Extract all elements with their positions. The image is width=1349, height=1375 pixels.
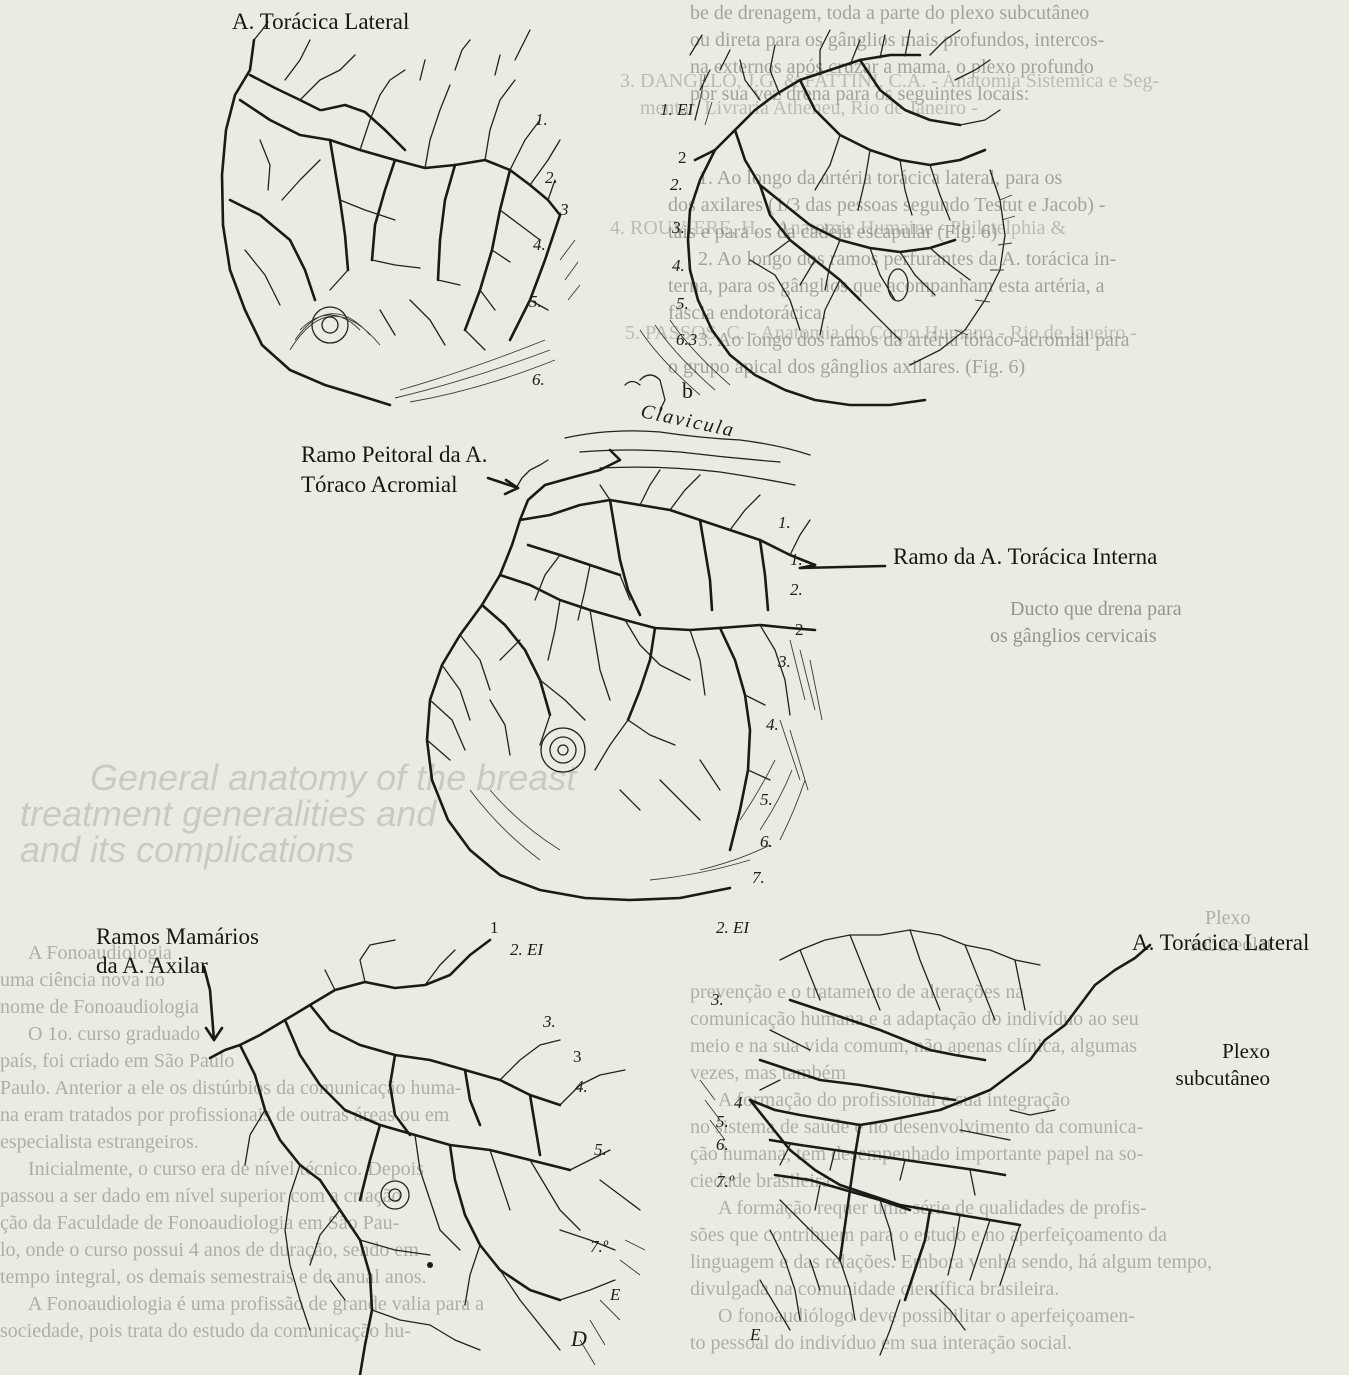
num: 6. <box>760 832 773 852</box>
label-mammary-branches: Ramos Mamários da A. Axilar <box>96 922 259 980</box>
label-figure-b: b <box>682 378 693 404</box>
num: E <box>610 1285 620 1305</box>
num: 1. <box>778 513 791 533</box>
num: 3. <box>711 990 724 1010</box>
num: 6. <box>532 370 545 390</box>
num: 2 <box>795 620 804 640</box>
num: 4. <box>766 715 779 735</box>
num: 4 <box>734 1093 743 1113</box>
num: 5. <box>676 294 689 314</box>
num: 5. <box>716 1112 729 1132</box>
num: 1. <box>535 110 548 130</box>
num: 2. <box>545 168 558 188</box>
label-subcutaneous-plexus: Plexo subcutâneo <box>1140 1038 1270 1092</box>
label-lateral-thoracic-bottom: A. Torácica Lateral <box>1132 929 1309 956</box>
num: 6.3 <box>676 330 697 350</box>
num: 2. EI <box>716 918 749 938</box>
num: 1 <box>490 918 499 938</box>
num: 5. <box>760 790 773 810</box>
num: 1. <box>790 550 803 570</box>
num: 3. <box>778 652 791 672</box>
num: 5. <box>594 1140 607 1160</box>
num: 3 <box>573 1047 582 1067</box>
num: 2. EI <box>510 940 543 960</box>
num: E <box>750 1325 760 1345</box>
num: 7.º <box>590 1237 608 1257</box>
num: 3. <box>543 1012 556 1032</box>
num: 4. <box>672 256 685 276</box>
num: 6. <box>716 1135 729 1155</box>
num: 3. <box>672 218 685 238</box>
num: 5. <box>529 292 542 312</box>
num: 7. <box>752 868 765 888</box>
num: 2 <box>678 148 687 168</box>
num: 4. <box>533 235 546 255</box>
num: 4. <box>575 1077 588 1097</box>
num: 2. <box>790 580 803 600</box>
num: 3 <box>560 200 569 220</box>
num: 1. EI <box>660 100 693 120</box>
num: 2. <box>670 175 683 195</box>
label-figure-d: D <box>571 1326 587 1352</box>
num: 7.º <box>716 1172 734 1192</box>
